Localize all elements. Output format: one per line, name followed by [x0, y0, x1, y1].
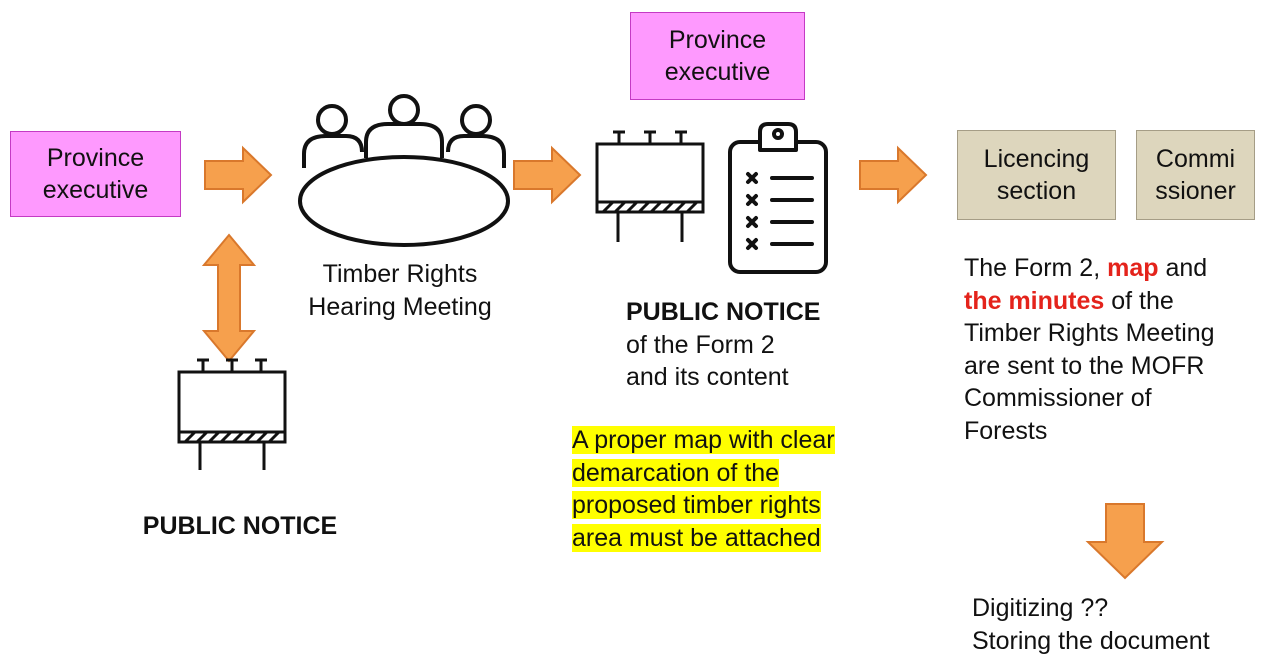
- sent-line6: Forests: [964, 416, 1048, 445]
- map-note-line4: area must be attached: [572, 523, 821, 552]
- licencing-section-box: Licencing section: [957, 130, 1116, 220]
- map-note-line3: proposed timber rights: [572, 491, 821, 519]
- arrow-down-icon: [1085, 503, 1165, 580]
- commissioner-box: Commi ssioner: [1136, 130, 1255, 220]
- hearing-caption-line2: Hearing Meeting: [308, 292, 492, 321]
- double-arrow-vertical-icon: [201, 233, 257, 363]
- province-executive-box-2: Province executive: [630, 12, 805, 100]
- final-line1: Digitizing ??: [972, 594, 1109, 622]
- billboard-icon: [177, 358, 287, 470]
- sent-part3: of the: [1104, 286, 1174, 315]
- final-line2: Storing the document: [972, 626, 1210, 655]
- commissioner-label: Commi ssioner: [1155, 144, 1236, 206]
- public-notice-label-2: PUBLIC NOTICE: [626, 298, 821, 326]
- province-executive-label-2: Province executive: [664, 25, 771, 87]
- arrow-right-icon: [204, 145, 273, 205]
- billboard-icon: [595, 130, 705, 242]
- public-notice-form2-caption: PUBLIC NOTICE of the Form 2 and its cont…: [626, 296, 886, 394]
- notice2-line1: of the Form 2: [626, 330, 775, 359]
- sent-part2: and: [1158, 254, 1208, 282]
- minutes-emphasis: the minutes: [964, 286, 1105, 315]
- map-note-line1: A proper map with clear: [572, 426, 835, 454]
- licencing-section-label: Licencing section: [983, 144, 1090, 206]
- arrow-right-icon: [859, 145, 928, 205]
- sent-line5: Commissioner of: [964, 384, 1152, 412]
- final-step-text: Digitizing ?? Storing the document: [972, 592, 1272, 657]
- map-requirement-note: A proper map with clear demarcation of t…: [572, 424, 912, 554]
- public-notice-label-1: PUBLIC NOTICE: [142, 512, 338, 540]
- sent-line3: Timber Rights Meeting: [964, 319, 1215, 347]
- meeting-table-icon: [298, 94, 510, 247]
- documents-sent-text: The Form 2, map and the minutes of the T…: [964, 252, 1280, 447]
- sent-line4: are sent to the MOFR: [964, 351, 1205, 380]
- arrow-right-icon: [513, 145, 582, 205]
- map-note-line2: demarcation of the: [572, 458, 780, 487]
- sent-part1: The Form 2,: [964, 254, 1108, 282]
- map-emphasis: map: [1107, 254, 1159, 282]
- notice2-line2: and its content: [626, 363, 789, 391]
- province-executive-box-1: Province executive: [10, 131, 181, 217]
- hearing-meeting-caption: Timber Rights Hearing Meeting: [270, 258, 530, 323]
- hearing-caption-line1: Timber Rights: [322, 260, 478, 288]
- clipboard-checklist-icon: [728, 122, 828, 274]
- province-executive-label-1: Province executive: [42, 143, 149, 205]
